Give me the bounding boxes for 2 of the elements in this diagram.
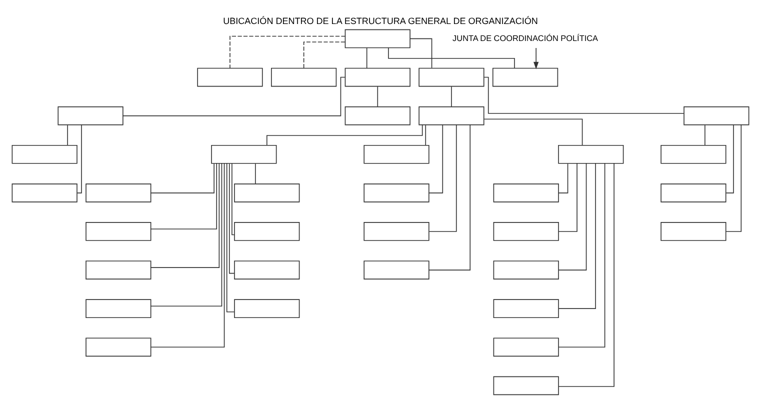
node-text: JUNTA DE COORDINACIÓN POLÍTICA [452,33,598,42]
diagram-title: UBICACIÓN DENTRO DE LA ESTRUCTURA GENERAL DE ORGANIZACIÓN [223,15,538,26]
